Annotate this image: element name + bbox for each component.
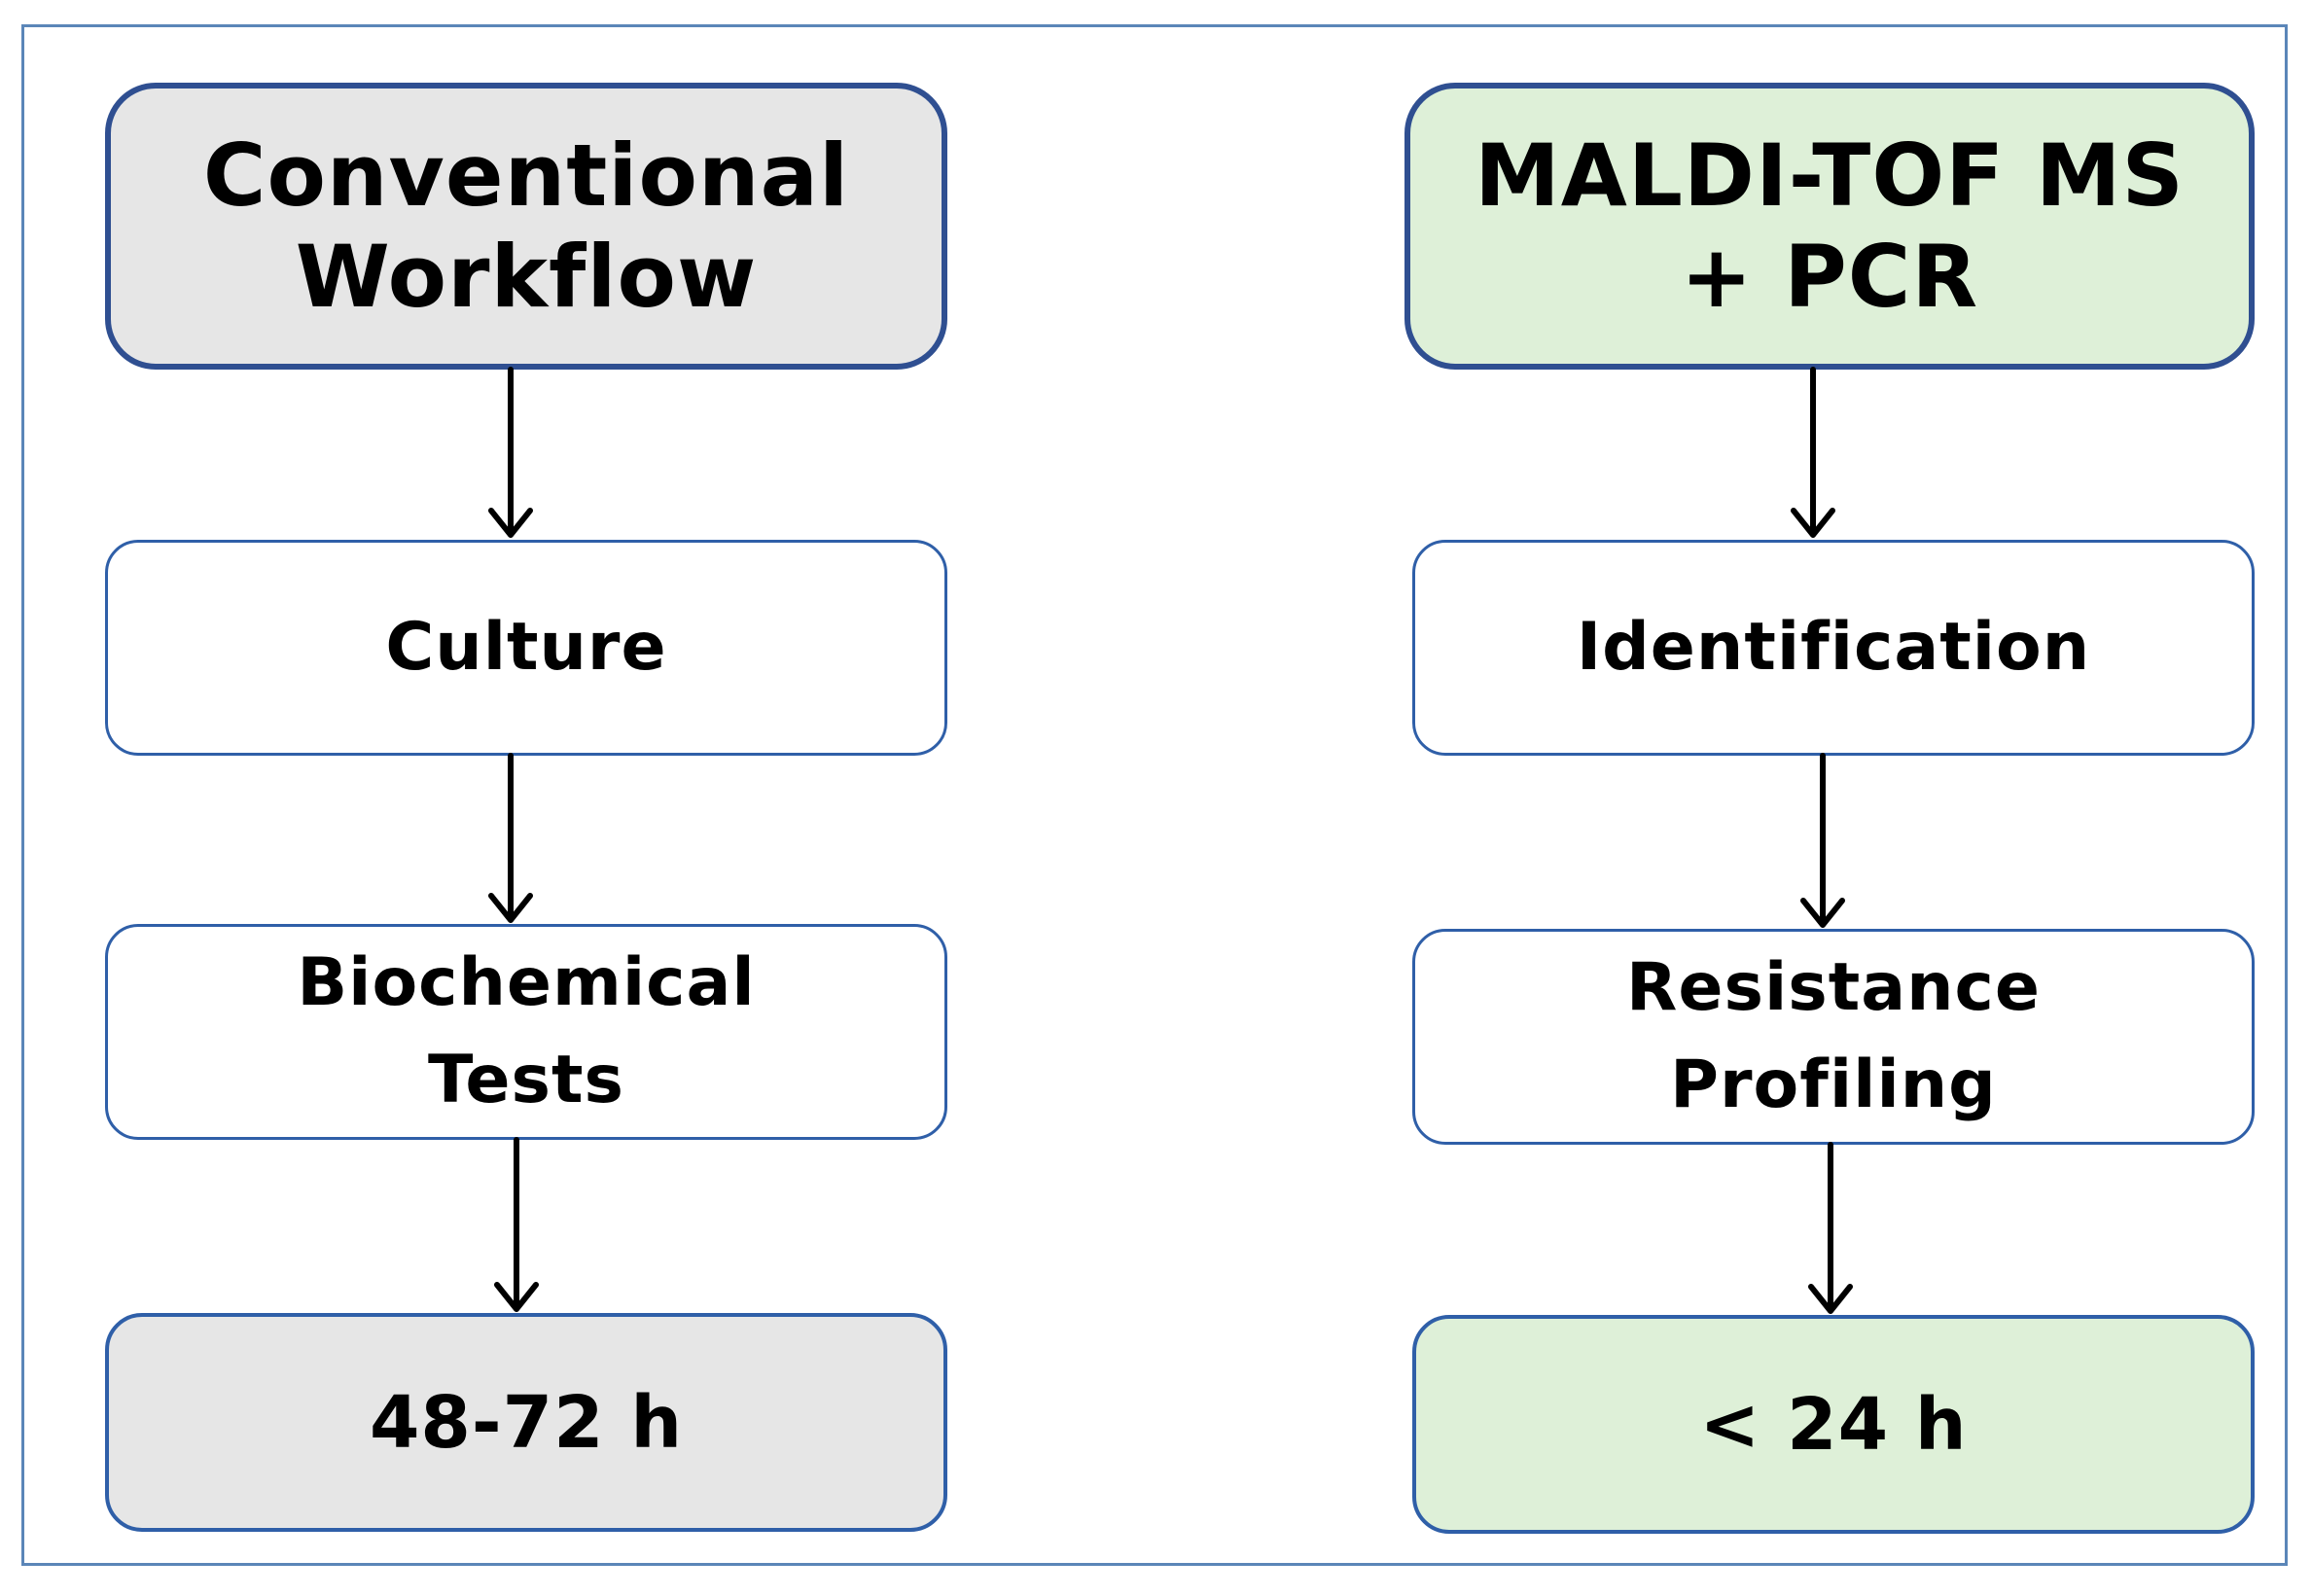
arrow-maldi-to-identification xyxy=(1791,367,1835,538)
arrow-culture-to-biochemical xyxy=(488,753,533,923)
conventional-workflow-header-label: Conventional Workflow xyxy=(202,124,850,327)
maldi-time-result-label: < 24 h xyxy=(1699,1382,1968,1467)
maldi-pcr-header-label: MALDI-TOF MS + PCR xyxy=(1475,124,2185,327)
conventional-time-result: 48-72 h xyxy=(105,1313,947,1532)
arrow-identification-to-resistance xyxy=(1800,753,1845,928)
maldi-pcr-header: MALDI-TOF MS + PCR xyxy=(1404,83,2255,370)
arrow-resistance-to-result xyxy=(1808,1142,1853,1314)
biochemical-tests-step: Biochemical Tests xyxy=(105,924,947,1140)
arrow-header-to-culture xyxy=(488,367,533,538)
conventional-time-result-label: 48-72 h xyxy=(369,1380,684,1465)
resistance-profiling-step-label: Resistance Profiling xyxy=(1626,949,2041,1123)
maldi-time-result: < 24 h xyxy=(1412,1315,2255,1534)
arrow-biochemical-to-result xyxy=(494,1137,539,1312)
identification-step-label: Identification xyxy=(1576,609,2091,686)
biochemical-tests-step-label: Biochemical Tests xyxy=(297,944,756,1118)
conventional-workflow-header: Conventional Workflow xyxy=(105,83,947,370)
culture-step-label: Culture xyxy=(385,609,667,686)
resistance-profiling-step: Resistance Profiling xyxy=(1412,929,2255,1145)
identification-step: Identification xyxy=(1412,540,2255,756)
culture-step: Culture xyxy=(105,540,947,756)
